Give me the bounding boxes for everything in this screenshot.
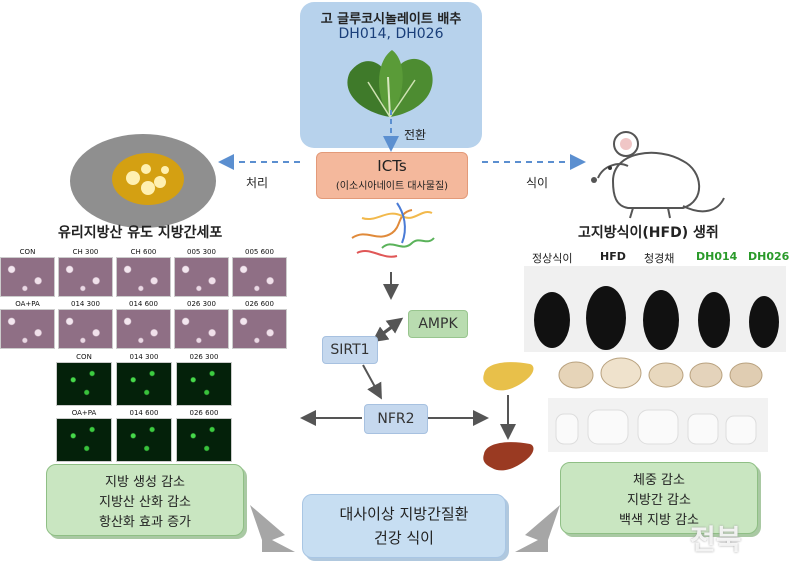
icts-title: ICTs bbox=[377, 157, 407, 175]
group-label-dh026: DH026 bbox=[748, 250, 790, 263]
microscopy-grid: CON CH 300 CH 600 005 300 005 600 OA+PA … bbox=[0, 247, 290, 351]
fluo-cell bbox=[116, 362, 172, 406]
convert-label: 전환 bbox=[404, 128, 427, 142]
fatty-cell-icon bbox=[70, 134, 216, 228]
fluo-label: 026 600 bbox=[189, 409, 219, 417]
left-result-line: 항산화 효과 증가 bbox=[99, 515, 191, 530]
diet-label: 식이 bbox=[526, 176, 549, 190]
fluo-cell bbox=[176, 418, 232, 462]
mice-photo bbox=[524, 266, 786, 352]
mice-silhouettes bbox=[534, 286, 779, 350]
fluo-label: CON bbox=[76, 353, 92, 361]
micro-cell bbox=[0, 257, 55, 297]
micro-label: 005 300 bbox=[187, 248, 216, 256]
micro-cell bbox=[174, 309, 229, 349]
ampk-node: AMPK bbox=[408, 310, 468, 338]
center-line: 대사이상 지방간질환 bbox=[339, 505, 469, 523]
micro-label: CH 300 bbox=[72, 248, 99, 256]
group-label-hfd: HFD bbox=[600, 250, 626, 263]
right-result-line: 백색 지방 감소 bbox=[618, 513, 700, 528]
center-outcome-box: 대사이상 지방간질환 건강 식이 bbox=[302, 494, 506, 558]
micro-label: CON bbox=[19, 248, 36, 256]
healthy-liver-icon bbox=[483, 442, 534, 471]
micro-label: 005 600 bbox=[245, 248, 274, 256]
sirt1-node: SIRT1 bbox=[322, 336, 378, 364]
fat-samples bbox=[555, 409, 757, 445]
icts-subtitle: (이소시아네이트 대사물질) bbox=[335, 181, 449, 192]
micro-label: CH 600 bbox=[130, 248, 157, 256]
watermark-logo: 전북 bbox=[690, 523, 742, 556]
left-title: 유리지방산 유도 지방간세포 bbox=[58, 225, 223, 241]
micro-cell bbox=[174, 257, 229, 297]
micro-label: 014 600 bbox=[129, 300, 158, 308]
cabbage-icon bbox=[347, 50, 433, 118]
liver-samples bbox=[558, 357, 763, 389]
micro-cell bbox=[58, 257, 113, 297]
fluo-label: 014 600 bbox=[129, 409, 159, 417]
source-subtitle: DH014, DH026 bbox=[338, 26, 444, 42]
liver-photo bbox=[556, 355, 788, 391]
right-title: 고지방식이(HFD) 생쥐 bbox=[578, 225, 719, 241]
group-label-pakchoi: 청경채 bbox=[644, 252, 675, 265]
group-label-dh014: DH014 bbox=[696, 250, 738, 263]
micro-label: OA+PA bbox=[15, 300, 40, 308]
fluo-cell bbox=[56, 362, 112, 406]
left-result-line: 지방산 산화 감소 bbox=[99, 495, 191, 510]
nfr2-node: NFR2 bbox=[364, 404, 428, 434]
fluo-cell bbox=[176, 362, 232, 406]
micro-cell bbox=[232, 309, 287, 349]
treat-label: 처리 bbox=[246, 176, 269, 190]
source-title: 고 글루코시놀레이트 배추 bbox=[320, 12, 462, 27]
left-result-box: 지방 생성 감소 지방산 산화 감소 항산화 효과 증가 bbox=[46, 464, 244, 536]
fluo-label: 026 300 bbox=[189, 353, 219, 361]
fluo-cell bbox=[116, 418, 172, 462]
micro-label: 026 300 bbox=[187, 300, 216, 308]
micro-label: 026 600 bbox=[245, 300, 274, 308]
micro-cell bbox=[116, 309, 171, 349]
fluo-label: 014 300 bbox=[129, 353, 159, 361]
micro-cell bbox=[0, 309, 55, 349]
center-line: 건강 식이 bbox=[374, 529, 434, 547]
micro-cell bbox=[58, 309, 113, 349]
group-label-normal: 정상식이 bbox=[532, 252, 573, 265]
fluo-cell bbox=[56, 418, 112, 462]
right-result-box: 체중 감소 지방간 감소 백색 지방 감소 bbox=[560, 462, 758, 534]
mouse-icon bbox=[591, 131, 725, 219]
fatty-liver-icon bbox=[483, 362, 534, 391]
fat-tissue-photo bbox=[548, 398, 768, 452]
micro-cell bbox=[232, 257, 287, 297]
icts-box: ICTs (이소시아네이트 대사물질) bbox=[316, 152, 468, 199]
fluorescence-grid: CON 014 300 026 300 OA+PA 014 600 026 60… bbox=[56, 352, 236, 464]
micro-label: 014 300 bbox=[71, 300, 100, 308]
right-result-line: 지방간 감소 bbox=[627, 493, 691, 508]
fluo-label: OA+PA bbox=[71, 409, 97, 417]
left-result-line: 지방 생성 감소 bbox=[104, 475, 186, 490]
molecule-icon bbox=[351, 202, 435, 258]
micro-cell bbox=[116, 257, 171, 297]
right-result-line: 체중 감소 bbox=[633, 473, 685, 488]
